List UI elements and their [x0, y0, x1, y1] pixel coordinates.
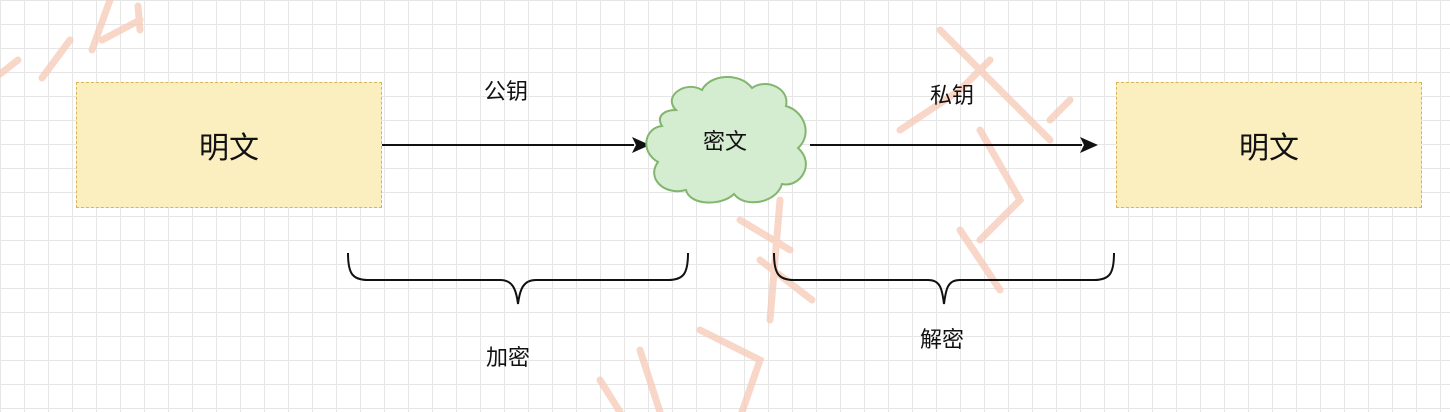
ciphertext-cloud	[645, 75, 807, 204]
encrypt-label: 加密	[486, 346, 531, 371]
encrypt-brace	[347, 252, 689, 305]
plaintext-left-label: 明文	[199, 131, 259, 166]
decrypt-label: 解密	[920, 328, 965, 353]
private-key-label: 私钥	[930, 84, 975, 109]
arrow-encrypt	[382, 137, 650, 153]
public-key-label: 公钥	[484, 80, 529, 105]
decrypt-brace	[773, 252, 1115, 305]
plaintext-box-left: 明文	[76, 82, 382, 208]
plaintext-right-label: 明文	[1239, 131, 1299, 166]
plaintext-box-right: 明文	[1116, 82, 1422, 208]
arrow-decrypt	[810, 137, 1098, 153]
ciphertext-label: 密文	[702, 130, 747, 155]
